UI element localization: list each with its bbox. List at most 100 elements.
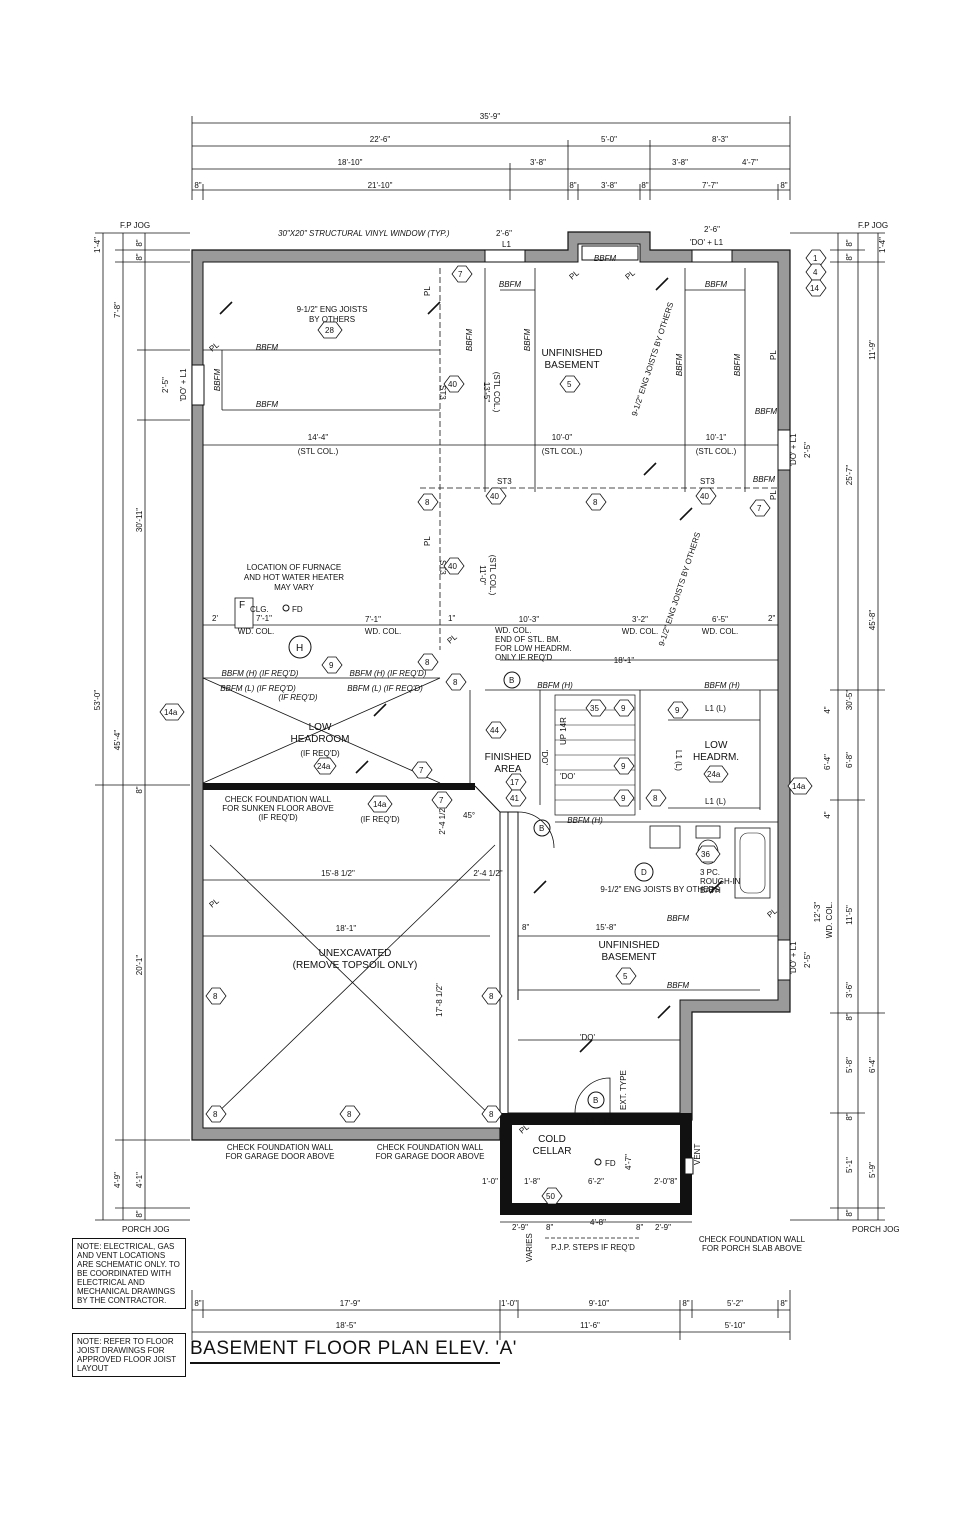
- door-b-3: B: [593, 1096, 598, 1105]
- dim-right-17: 8": [845, 1013, 854, 1020]
- svg-text:BBFM: BBFM: [675, 354, 684, 377]
- cold-cellar-dims: 1'-0" 1'-8" 6'-2" 2'-0" 4'-7" 8" 2'-9" 8…: [482, 1154, 677, 1232]
- svg-text:BBFM (H) (IF REQ'D): BBFM (H) (IF REQ'D): [350, 669, 427, 678]
- dim-right-2: 8": [845, 239, 854, 246]
- svg-text:8": 8": [636, 1223, 643, 1232]
- svg-text:7: 7: [439, 796, 444, 805]
- dim-1: 1": [448, 614, 455, 623]
- svg-text:14a: 14a: [792, 782, 806, 791]
- dim-right-12: 4": [823, 811, 832, 818]
- svg-text:2'-0": 2'-0": [654, 1177, 670, 1186]
- dim-top-4b: 21'-10": [368, 181, 393, 190]
- dim-left-7: 53'-0": [93, 690, 102, 711]
- svg-text:9: 9: [621, 794, 626, 803]
- tub-basin-icon: [739, 832, 766, 894]
- dim-top-4g: 8": [780, 181, 787, 190]
- tag-hex: [485, 721, 507, 739]
- l1-label-1: L1: [502, 240, 511, 249]
- svg-text:8: 8: [653, 794, 658, 803]
- svg-text:35: 35: [590, 704, 599, 713]
- unexcavated-label: UNEXCAVATED(REMOVE TOPSOIL ONLY): [293, 948, 418, 971]
- dim-bot-1c: 1'-0": [501, 1299, 517, 1308]
- dim-top-4e: 8": [641, 181, 648, 190]
- dim-right-23: 8": [845, 1209, 854, 1216]
- dim-right-21: 5'-1": [845, 1157, 854, 1173]
- svg-text:1'-0": 1'-0": [482, 1177, 498, 1186]
- wd-col-2: WD. COL.: [365, 627, 401, 636]
- tag-hex: [703, 765, 729, 783]
- svg-text:40: 40: [700, 492, 709, 501]
- l1-l7: L1 + L7: [586, 1117, 613, 1126]
- electrical-note: NOTE: ELECTRICAL, GAS AND VENT LOCATIONS…: [72, 1238, 186, 1309]
- svg-text:24a: 24a: [317, 762, 331, 771]
- dim-10-1: 10'-1": [706, 433, 727, 442]
- dim-right-3: 8": [845, 253, 854, 260]
- stair-up: UP 14R: [559, 717, 568, 745]
- svg-text:14a: 14a: [164, 708, 178, 717]
- svg-text:1: 1: [813, 254, 818, 263]
- porch-jog-right: PORCH JOG: [852, 1225, 900, 1234]
- title-underline: [190, 1362, 500, 1364]
- dim-top-3c: 3'-8": [672, 158, 688, 167]
- dim-right-9: 4": [823, 706, 832, 713]
- dim-3-2: 3'-2": [632, 615, 648, 624]
- svg-text:4'-8": 4'-8": [590, 1218, 606, 1227]
- dim-right-22: 5'-9": [868, 1162, 877, 1178]
- tag-hex: [695, 487, 717, 505]
- do-l1-right-1: 'DO' + L1: [789, 433, 798, 467]
- do-l1-left: 'DO' + L1: [179, 368, 188, 402]
- dim-left-13: 8": [135, 1210, 144, 1217]
- dim-15-8-5: 15'-8 1/2": [321, 869, 355, 878]
- tag-hex: [205, 1105, 227, 1123]
- dim-right-13: 12'-3": [813, 902, 822, 923]
- dim-top-4d: 3'-8": [601, 181, 617, 190]
- svg-text:8: 8: [453, 678, 458, 687]
- svg-text:ST3: ST3: [438, 385, 447, 400]
- dim-right-7: 45'-8": [868, 610, 877, 631]
- tag-hex: [417, 653, 439, 671]
- svg-text:PL: PL: [423, 536, 432, 546]
- svg-text:BBFM: BBFM: [256, 343, 279, 352]
- tag-hex: [787, 777, 813, 795]
- dim-right-5: 2'-5": [803, 442, 812, 458]
- tag-hex: [417, 493, 439, 511]
- dim-bot-1d: 9'-10": [589, 1299, 610, 1308]
- sink-icon: [649, 825, 681, 849]
- svg-text:8": 8": [670, 1177, 677, 1186]
- svg-text:(IF REQ'D): (IF REQ'D): [278, 693, 317, 702]
- clg-label: CLG.: [250, 605, 269, 614]
- joist-arrows: [219, 277, 723, 1053]
- svg-text:PL: PL: [423, 286, 432, 296]
- water-heater-icon: [288, 635, 312, 659]
- right-dimensions: [790, 232, 885, 1221]
- tag-hex: [339, 1105, 361, 1123]
- bbfm-labels: BBFM BBFM BBFM BBFM BBFM BBFM BBFM BBFM …: [213, 254, 777, 990]
- svg-text:PL: PL: [769, 350, 778, 360]
- dim-right-11: 6'-8": [845, 752, 854, 768]
- tag-hex: [615, 967, 637, 985]
- tag-hex: [485, 487, 507, 505]
- floor-drain-icon: [282, 604, 290, 612]
- svg-text:BBFM: BBFM: [523, 329, 532, 352]
- dim-right-1: 1'-4": [878, 237, 887, 253]
- tag-hex: [749, 499, 771, 517]
- dim-right-8: 30'-5": [845, 690, 854, 711]
- tag-hex: [451, 265, 473, 283]
- st3-labels: ST3 ST3 ST3 ST3: [438, 385, 715, 575]
- dim-bot-1b: 17'-9": [340, 1299, 361, 1308]
- furnace-box: [234, 597, 254, 629]
- svg-text:7: 7: [757, 504, 762, 513]
- varies-label: VARIES: [525, 1233, 534, 1262]
- tag-hex: [805, 279, 827, 297]
- svg-text:ST3: ST3: [497, 477, 512, 486]
- svg-text:50: 50: [546, 1192, 555, 1201]
- dim-2-4-5a: 2'-4 1/2": [438, 805, 447, 834]
- ub-line1: UNFINISHED: [541, 348, 602, 359]
- dim-14-4: 14'-4": [308, 433, 329, 442]
- svg-text:8: 8: [425, 658, 430, 667]
- tag-hex: [585, 493, 607, 511]
- svg-text:PL: PL: [769, 490, 778, 500]
- dim-right-10: 6'-4": [823, 754, 832, 770]
